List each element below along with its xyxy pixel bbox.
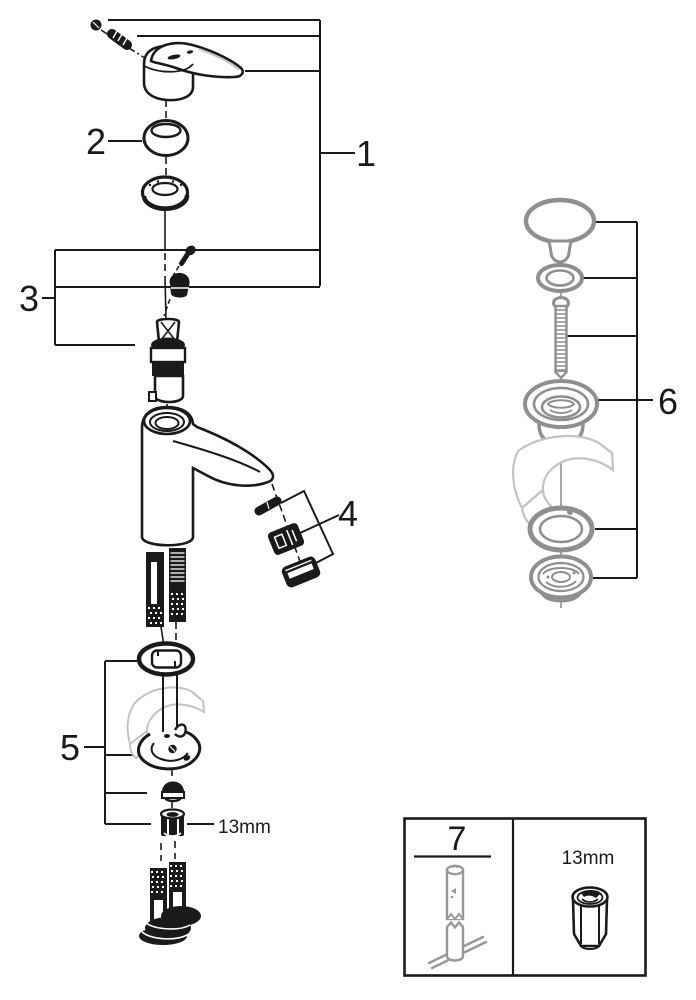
callout-3-label: 3 <box>19 278 39 319</box>
waste-flange <box>523 379 599 446</box>
flexible-hoses <box>139 862 201 945</box>
mounting-bracket <box>137 723 202 771</box>
hex-fixing-nut <box>159 808 186 837</box>
handle-screw <box>90 19 132 50</box>
callout-4-label: 4 <box>338 493 358 534</box>
callout-7-label: 7 <box>448 820 467 858</box>
callout-4-leader-lines <box>280 489 340 565</box>
callout-6-label: 6 <box>658 381 678 422</box>
hex-nut-detail <box>571 886 609 950</box>
callout-2-label: 2 <box>86 121 106 162</box>
dome-nut <box>161 781 185 803</box>
aerator-kit <box>254 496 321 588</box>
cartridge-cap <box>163 272 190 317</box>
waste-washer <box>536 263 584 293</box>
escutcheon-ring <box>142 119 190 157</box>
callout-5-label: 5 <box>60 727 80 768</box>
waste-wedge-phantom <box>512 434 615 527</box>
socket-tool <box>427 864 488 970</box>
callout-6-leader-lines <box>567 221 653 579</box>
supply-shanks <box>146 548 186 627</box>
toolbox-nut-size-label: 13mm <box>562 848 615 869</box>
cartridge-screw <box>172 245 196 276</box>
callout-5-leader-lines <box>84 660 214 825</box>
tool-box <box>403 817 647 977</box>
faucet-body <box>140 405 275 547</box>
pop-up-waste-set <box>512 197 615 608</box>
wrench-size-label: 13mm <box>218 817 271 838</box>
waste-threaded-rod <box>552 296 570 380</box>
cartridge <box>148 317 187 404</box>
callout-1-label: 1 <box>356 133 376 174</box>
callout-1-leader-lines <box>108 19 355 286</box>
waste-strainer <box>529 554 593 603</box>
base-oring <box>136 641 196 677</box>
waste-plug-cap <box>523 197 597 264</box>
lever-handle <box>142 41 245 102</box>
mounting-ring <box>140 175 190 212</box>
waste-oring <box>527 505 595 553</box>
